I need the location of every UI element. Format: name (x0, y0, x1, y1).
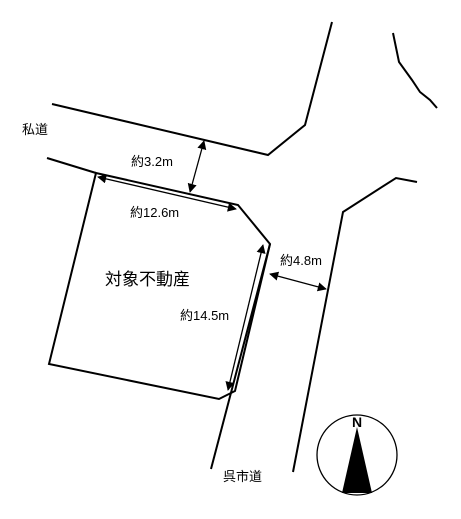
dim-label-side-frontage: 約14.5m (180, 308, 229, 323)
upper-right-boundary (392, 32, 438, 109)
compass-north-label: N (352, 414, 362, 430)
dim-label-city-road-width: 約4.8m (280, 253, 322, 268)
private-road-south-edge (46, 157, 97, 174)
private-road-north-edge (51, 21, 333, 157)
property-label: 対象不動産 (105, 270, 190, 289)
private-road-label: 私道 (22, 122, 48, 137)
city-road-east-edge (292, 176, 418, 473)
compass-ring (316, 414, 398, 496)
city-road-label: 呉市道 (223, 469, 262, 484)
compass-needle (342, 427, 372, 493)
dim-arrow-top-frontage (97, 174, 237, 212)
dim-label-top-frontage: 約12.6m (130, 205, 179, 220)
dim-arrow-side-frontage (225, 244, 266, 391)
north-compass-icon: N (316, 414, 398, 496)
dim-label-private-road-width: 約3.2m (131, 154, 173, 169)
property-lot-outline (47, 171, 272, 401)
dim-arrow-private-road-width (187, 140, 207, 193)
dim-arrow-city-road-width (269, 271, 327, 292)
